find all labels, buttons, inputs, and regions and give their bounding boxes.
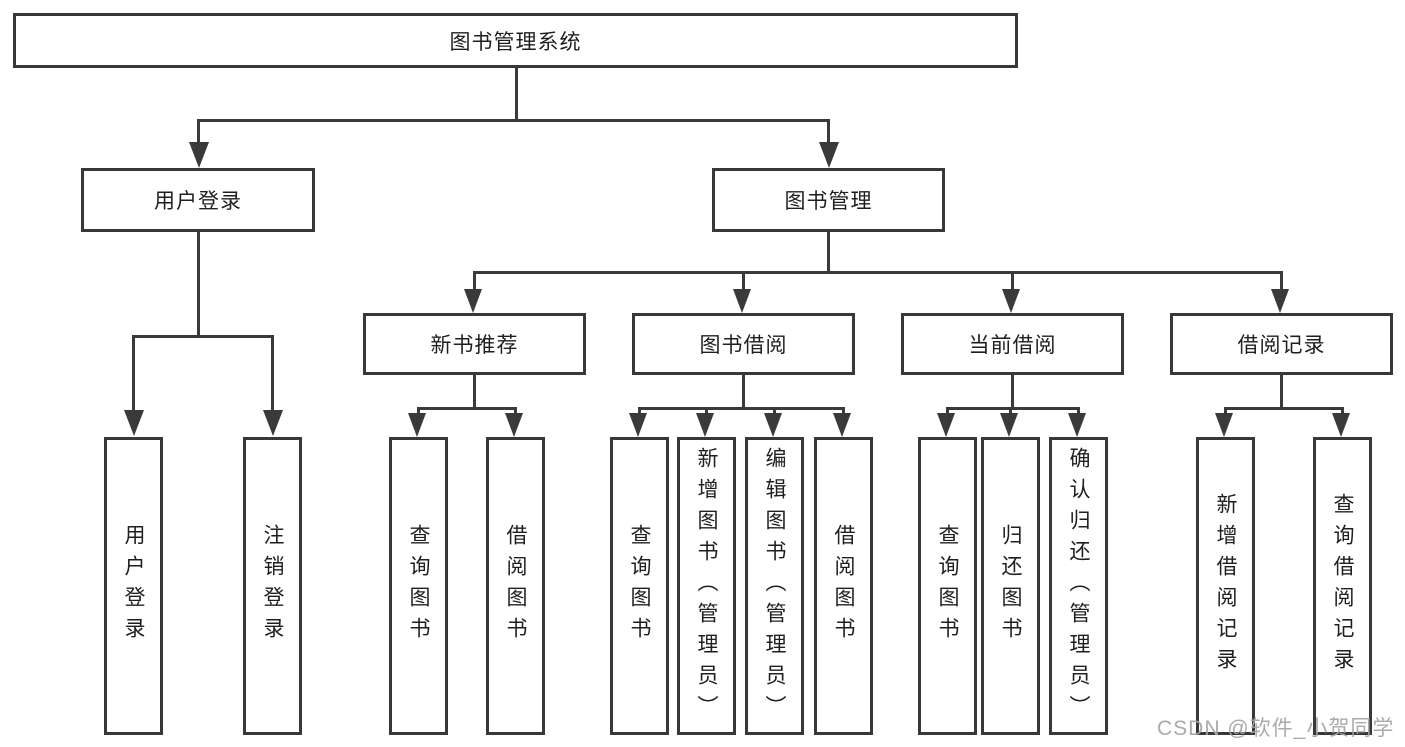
connector-line <box>1011 373 1014 410</box>
connector-line <box>1224 407 1344 410</box>
connector-line <box>827 231 830 273</box>
arrowhead-down-icon <box>696 413 714 437</box>
leaf-label: 借阅图书 <box>832 524 855 648</box>
connector-line <box>197 119 830 122</box>
connector-line <box>473 271 1283 274</box>
connector-line <box>705 407 708 417</box>
arrowhead-down-icon <box>189 142 209 168</box>
arrowhead-down-icon <box>1332 413 1350 437</box>
leaf-borrow-books-recommend: 借阅图书 <box>486 437 545 735</box>
node-borrow-records: 借阅记录 <box>1170 313 1393 375</box>
node-label: 新书推荐 <box>430 334 519 357</box>
leaf-borrow-books: 借阅图书 <box>814 437 873 735</box>
arrowhead-down-icon <box>1002 289 1020 313</box>
connector-line <box>515 68 518 121</box>
connector-line <box>638 407 641 417</box>
connector-line <box>132 335 135 414</box>
arrowhead-down-icon <box>505 413 523 437</box>
leaf-confirm-return-admin: 确认归还（管理员） <box>1049 437 1108 735</box>
arrowhead-down-icon <box>408 413 426 437</box>
connector-line <box>197 231 200 338</box>
leaf-logout: 注销登录 <box>243 437 302 735</box>
connector-line <box>638 407 845 410</box>
arrowhead-down-icon <box>819 142 839 168</box>
connector-line <box>417 407 517 410</box>
leaf-label: 查询借阅记录 <box>1331 493 1354 679</box>
node-current-borrow: 当前借阅 <box>901 313 1124 375</box>
connector-line <box>773 407 776 417</box>
node-user-login: 用户登录 <box>81 168 315 232</box>
node-label: 当前借阅 <box>968 334 1057 357</box>
connector-line <box>473 373 476 410</box>
connector-line <box>742 271 745 291</box>
connector-line <box>1280 373 1283 410</box>
connector-line <box>742 373 745 410</box>
leaf-query-books-current: 查询图书 <box>918 437 977 735</box>
leaf-label: 查询图书 <box>407 524 430 648</box>
node-label: 图书管理系统 <box>449 30 582 54</box>
connector-line <box>842 407 845 417</box>
arrowhead-down-icon <box>263 410 283 436</box>
arrowhead-down-icon <box>1271 289 1289 313</box>
connector-line <box>132 335 274 338</box>
connector-line <box>473 271 476 291</box>
arrowhead-down-icon <box>124 410 144 436</box>
leaf-label: 借阅图书 <box>504 524 527 648</box>
leaf-query-books-recommend: 查询图书 <box>389 437 448 735</box>
leaf-return-books: 归还图书 <box>981 437 1040 735</box>
leaf-label: 归还图书 <box>999 524 1022 648</box>
connector-line <box>514 407 517 417</box>
connector-line <box>946 407 949 417</box>
leaf-query-books-borrow: 查询图书 <box>610 437 669 735</box>
csdn-watermark: CSDN @软件_小贺同学 <box>1157 717 1395 740</box>
leaf-label: 新增借阅记录 <box>1214 493 1237 679</box>
leaf-label: 注销登录 <box>261 524 284 648</box>
connector-line <box>1011 271 1014 291</box>
connector-line <box>417 407 420 417</box>
node-label: 图书管理 <box>784 190 873 213</box>
arrowhead-down-icon <box>629 413 647 437</box>
node-library-management-system: 图书管理系统 <box>13 13 1018 68</box>
leaf-user-login: 用户登录 <box>104 437 163 735</box>
connector-line <box>1077 407 1080 417</box>
connector-line <box>946 407 1080 410</box>
leaf-add-books-admin: 新增图书（管理员） <box>677 437 736 735</box>
node-book-management: 图书管理 <box>712 168 945 232</box>
arrowhead-down-icon <box>464 289 482 313</box>
arrowhead-down-icon <box>937 413 955 437</box>
connector-line <box>1280 271 1283 291</box>
node-label: 用户登录 <box>154 190 242 213</box>
leaf-label: 确认归还（管理员） <box>1067 446 1090 726</box>
leaf-label: 查询图书 <box>936 524 959 648</box>
arrowhead-down-icon <box>733 289 751 313</box>
leaf-add-borrow-record: 新增借阅记录 <box>1196 437 1255 735</box>
connector-line <box>271 335 274 414</box>
arrowhead-down-icon <box>1068 413 1086 437</box>
connector-line <box>1341 407 1344 417</box>
connector-line <box>1009 407 1012 417</box>
arrowhead-down-icon <box>1215 413 1233 437</box>
arrowhead-down-icon <box>764 413 782 437</box>
leaf-label: 编辑图书（管理员） <box>763 446 786 726</box>
leaf-query-borrow-record: 查询借阅记录 <box>1313 437 1372 735</box>
leaf-label: 用户登录 <box>122 524 145 648</box>
connector-line <box>827 119 830 148</box>
leaf-label: 新增图书（管理员） <box>695 446 718 726</box>
node-new-book-recommend: 新书推荐 <box>363 313 586 375</box>
connector-line <box>1224 407 1227 417</box>
node-label: 借阅记录 <box>1237 334 1326 357</box>
node-label: 图书借阅 <box>699 334 788 357</box>
arrowhead-down-icon <box>1000 413 1018 437</box>
connector-line <box>197 119 200 148</box>
node-book-borrow: 图书借阅 <box>632 313 855 375</box>
arrowhead-down-icon <box>833 413 851 437</box>
leaf-edit-books-admin: 编辑图书（管理员） <box>745 437 804 735</box>
leaf-label: 查询图书 <box>628 524 651 648</box>
